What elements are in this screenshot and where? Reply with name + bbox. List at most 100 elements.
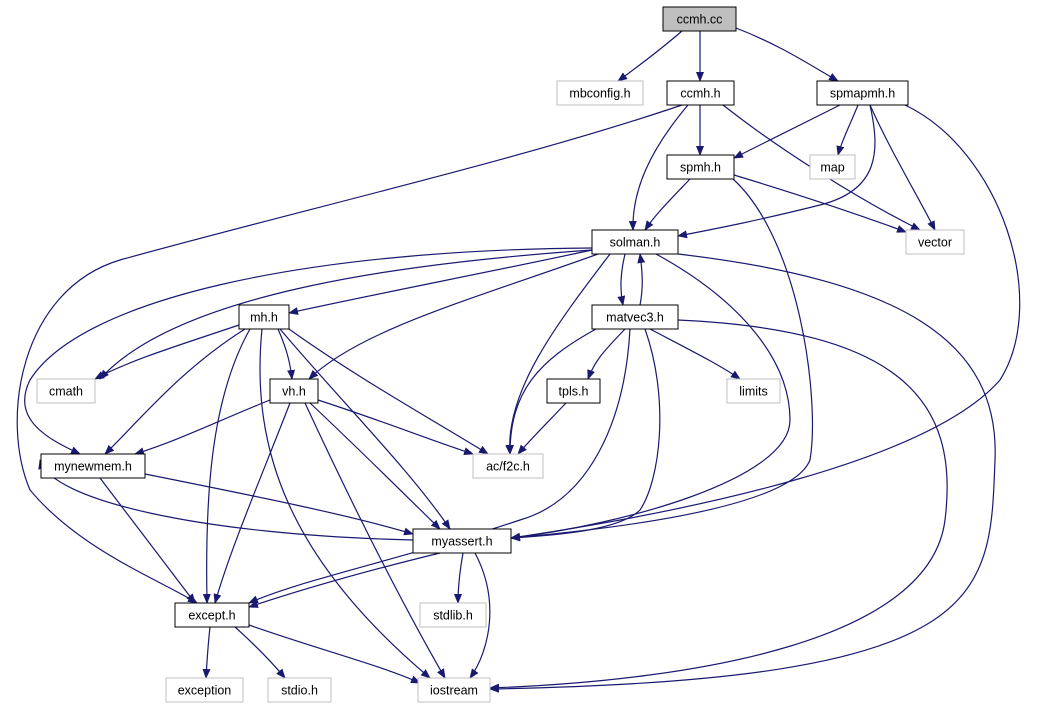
node-limits: limits — [726, 378, 781, 404]
edge-matvec3-h-to-solman-h — [637, 253, 646, 306]
node-box — [165, 677, 244, 703]
node-box — [267, 677, 332, 703]
edge-except-h-to-iostream — [248, 624, 421, 684]
edge-except-h-to-exception — [202, 626, 211, 679]
edge-myassert-h-to-stdlib-h — [454, 552, 464, 604]
node-label: stdlib.h — [433, 609, 473, 623]
node-box — [666, 80, 735, 106]
node-ccmh-cc[interactable]: ccmh.cc — [662, 6, 737, 32]
node-label: vector — [918, 236, 952, 250]
node-label: spmapmh.h — [830, 87, 895, 101]
node-label: map — [820, 161, 844, 175]
node-myassert-h[interactable]: myassert.h — [412, 528, 512, 554]
node-label: limits — [739, 385, 767, 399]
node-ccmh-h[interactable]: ccmh.h — [666, 80, 735, 106]
node-label: spmh.h — [680, 161, 721, 175]
edge-solman-h-to-vh-h — [308, 253, 599, 380]
node-except-h[interactable]: except.h — [174, 602, 250, 628]
node-acf2c-h: ac/f2c.h — [472, 453, 544, 479]
edge-solman-h-to-acf2c-h — [505, 253, 611, 455]
node-mynewmem-h[interactable]: mynewmem.h — [40, 453, 146, 479]
node-label: matvec3.h — [606, 311, 664, 325]
node-vector: vector — [905, 229, 965, 255]
edge-mh-h-to-cmath — [94, 324, 240, 380]
edge-spmapmh-h-to-solman-h — [677, 104, 876, 239]
edge-mh-h-to-myassert-h — [279, 328, 451, 530]
node-matvec3-h[interactable]: matvec3.h — [591, 304, 679, 330]
node-box — [269, 378, 319, 404]
edge-vh-h-to-myassert-h — [309, 402, 441, 530]
node-tpls-h[interactable]: tpls.h — [546, 378, 601, 404]
edge-solman-h-to-cmath — [99, 249, 593, 380]
edge-mynewmem-h-to-except-h — [99, 477, 196, 604]
edge-spmapmh-h-to-vector — [869, 104, 936, 231]
edge-solman-h-to-mh-h — [288, 249, 593, 315]
node-box — [591, 229, 679, 255]
node-exception: exception — [165, 677, 244, 703]
node-box — [472, 453, 544, 479]
node-box — [36, 378, 96, 404]
node-vh-h[interactable]: vh.h — [269, 378, 319, 404]
node-spmapmh-h[interactable]: spmapmh.h — [816, 80, 909, 106]
node-box — [809, 154, 856, 180]
edge-matvec3-h-to-except-h — [248, 328, 631, 604]
edge-vh-h-to-mynewmem-h — [134, 399, 271, 456]
node-mbconfig-h: mbconfig.h — [556, 80, 644, 106]
edge-mynewmem-h-to-myassert-h — [144, 473, 414, 536]
node-label: ac/f2c.h — [486, 460, 530, 474]
edge-spmh-h-to-myassert-h — [510, 178, 814, 542]
node-box — [238, 304, 290, 330]
edge-spmh-h-to-solman-h — [644, 178, 691, 231]
edge-mh-h-to-acf2c-h — [288, 328, 489, 455]
node-box — [662, 6, 737, 32]
node-box — [419, 602, 487, 628]
edge-ccmh-cc-to-spmapmh-h — [735, 27, 839, 82]
edge-spmapmh-h-to-myassert-h — [510, 104, 1021, 541]
node-map: map — [809, 154, 856, 180]
node-box — [905, 229, 965, 255]
nodes-layer: ccmh.cc mbconfig.h ccmh.h spmapmh.h spmh.h ma… — [36, 6, 965, 703]
node-box — [412, 528, 512, 554]
node-stdio-h: stdio.h — [267, 677, 332, 703]
node-label: mh.h — [250, 311, 278, 325]
edge-matvec3-h-to-acf2c-h — [506, 328, 597, 455]
edge-matvec3-h-to-iostream — [489, 319, 948, 692]
node-solman-h[interactable]: solman.h — [591, 229, 679, 255]
edge-ccmh-h-to-solman-h — [628, 104, 689, 231]
node-label: iostream — [430, 684, 478, 698]
node-label: myassert.h — [431, 535, 492, 549]
node-box — [174, 602, 250, 628]
node-mh-h[interactable]: mh.h — [238, 304, 290, 330]
edge-except-h-to-stdio-h — [234, 626, 286, 679]
node-box — [816, 80, 909, 106]
edge-mh-h-to-mynewmem-h — [104, 328, 246, 455]
node-stdlib-h: stdlib.h — [419, 602, 487, 628]
edge-solman-h-to-mynewmem-h — [24, 247, 593, 455]
edge-solman-h-to-myassert-h — [510, 253, 791, 541]
edge-spmapmh-h-to-spmh-h — [733, 104, 841, 159]
node-label: ccmh.cc — [677, 13, 723, 27]
node-box — [546, 378, 601, 404]
node-cmath: cmath — [36, 378, 96, 404]
edge-vh-h-to-iostream — [304, 402, 446, 679]
node-box — [726, 378, 781, 404]
edges-layer — [16, 27, 1021, 693]
node-box — [556, 80, 644, 106]
edge-ccmh-cc-to-mbconfig-h — [617, 30, 683, 82]
edge-solman-h-to-matvec3-h — [617, 253, 626, 306]
node-box — [417, 677, 491, 703]
node-spmh-h[interactable]: spmh.h — [666, 154, 735, 180]
node-iostream: iostream — [417, 677, 491, 703]
edge-tpls-h-to-acf2c-h — [517, 402, 567, 455]
node-label: ccmh.h — [680, 87, 720, 101]
edge-myassert-h-to-except-h — [248, 552, 441, 608]
edge-vh-h-to-acf2c-h — [317, 399, 474, 456]
node-label: mynewmem.h — [54, 460, 132, 474]
node-label: vh.h — [282, 385, 306, 399]
node-box — [591, 304, 679, 330]
edge-matvec3-h-to-myassert-h — [510, 328, 661, 542]
edge-vh-h-to-except-h — [213, 402, 291, 604]
node-label: solman.h — [610, 236, 661, 250]
edge-mh-h-to-except-h — [202, 328, 251, 604]
